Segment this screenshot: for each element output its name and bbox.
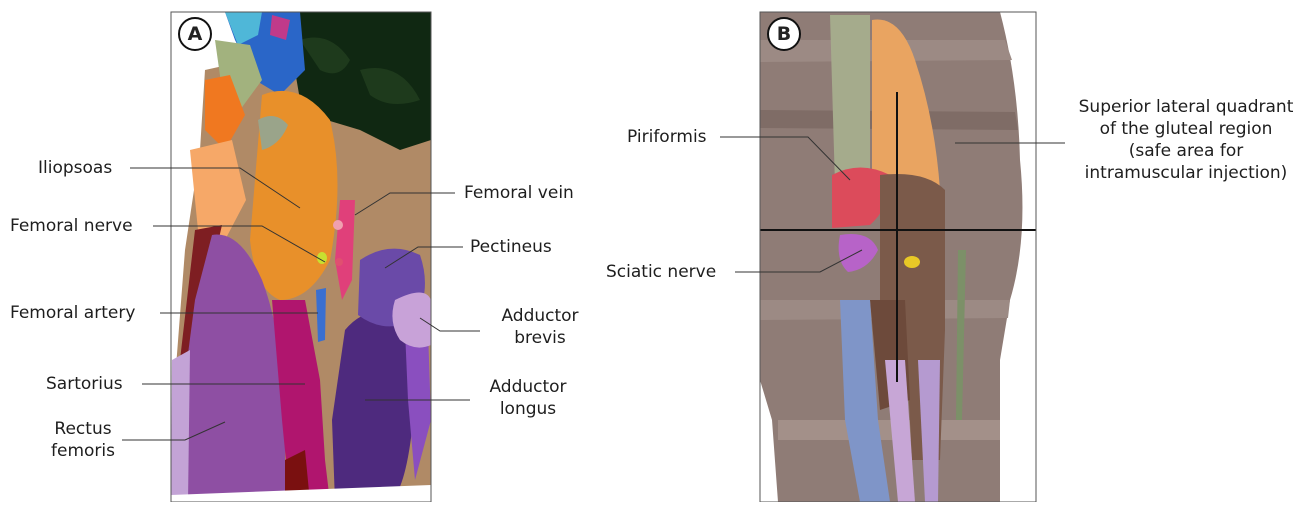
label-adductor-longus-line2: longus <box>478 398 578 420</box>
panel-b-badge: B <box>767 17 801 51</box>
label-sciatic-nerve: Sciatic nerve <box>606 261 716 283</box>
label-iliopsoas: Iliopsoas <box>38 157 112 179</box>
panel-a-badge: A <box>178 17 212 51</box>
label-sartorius: Sartorius <box>46 373 123 395</box>
label-quadrant-line1: Superior lateral quadrant <box>1062 96 1310 118</box>
label-rectus-femoris-line1: Rectus <box>38 418 128 440</box>
label-rectus-femoris: Rectus femoris <box>38 418 128 462</box>
label-femoral-artery: Femoral artery <box>10 302 135 324</box>
label-quadrant-line4: intramuscular injection) <box>1062 162 1310 184</box>
label-pectineus: Pectineus <box>470 236 552 258</box>
label-quadrant-line2: of the gluteal region <box>1062 118 1310 140</box>
panel-b-anatomy <box>760 12 1036 502</box>
label-femoral-vein: Femoral vein <box>464 182 574 204</box>
label-femoral-nerve: Femoral nerve <box>10 215 133 237</box>
label-piriformis: Piriformis <box>627 126 707 148</box>
label-adductor-brevis: Adductor brevis <box>490 305 590 349</box>
panel-b <box>760 12 1036 502</box>
label-adductor-brevis-line1: Adductor <box>490 305 590 327</box>
label-adductor-brevis-line2: brevis <box>490 327 590 349</box>
label-adductor-longus-line1: Adductor <box>478 376 578 398</box>
label-adductor-longus: Adductor longus <box>478 376 578 420</box>
label-quadrant-line3: (safe area for <box>1062 140 1310 162</box>
label-superior-lateral-quadrant: Superior lateral quadrant of the gluteal… <box>1062 96 1310 184</box>
label-rectus-femoris-line2: femoris <box>38 440 128 462</box>
